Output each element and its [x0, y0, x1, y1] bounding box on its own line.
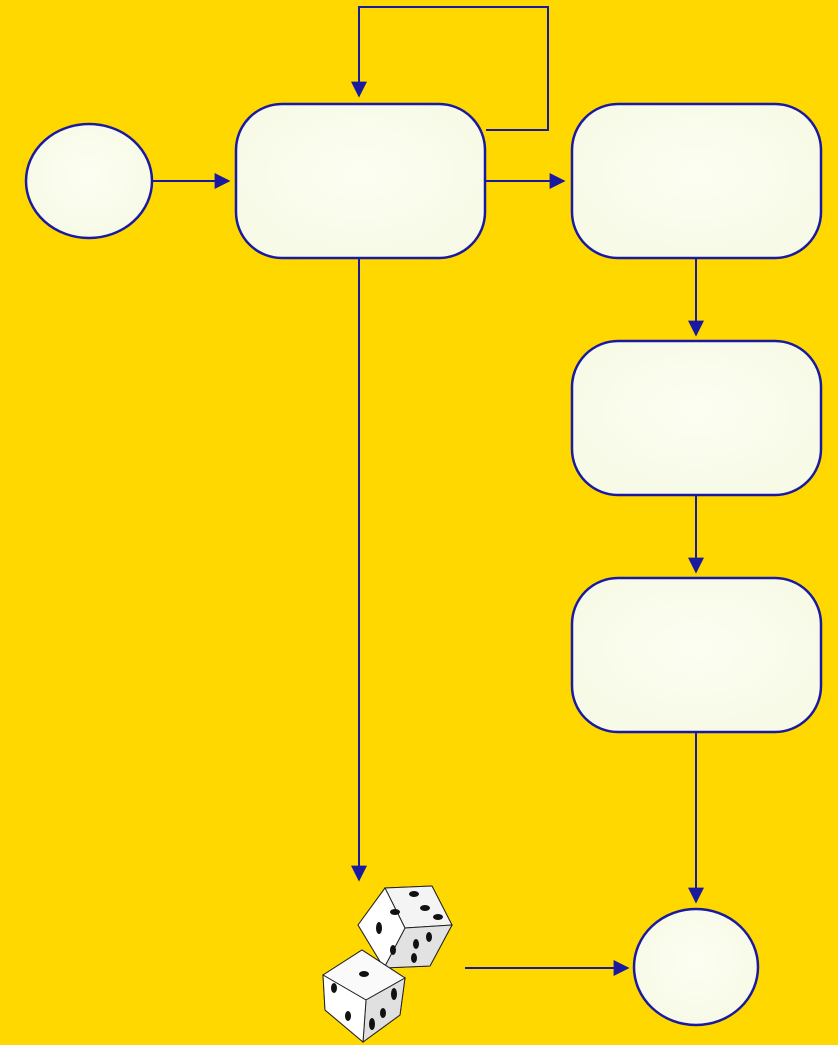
edges	[152, 6, 704, 976]
right-node-2[interactable]	[570, 339, 823, 497]
main-node[interactable]	[234, 102, 487, 260]
right-node-1[interactable]	[570, 102, 823, 260]
nodes	[24, 102, 823, 1027]
end-node[interactable]	[632, 907, 760, 1027]
die-back	[357, 885, 453, 970]
dice-icon	[322, 885, 453, 1044]
start-node[interactable]	[24, 122, 154, 240]
right-node-3[interactable]	[570, 576, 823, 734]
die-front	[322, 949, 406, 1044]
edge-main-self-loop	[351, 6, 549, 131]
